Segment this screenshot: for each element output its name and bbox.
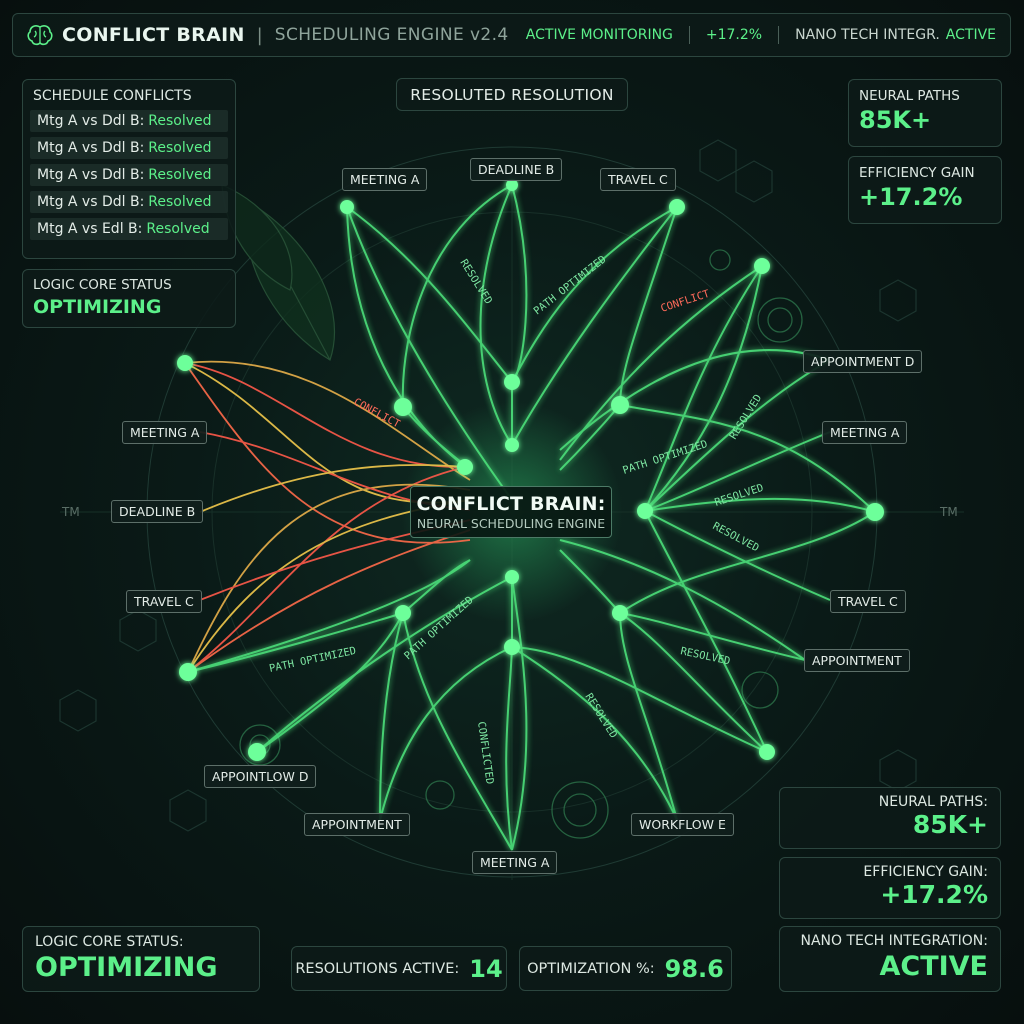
tm-mark-right: TM bbox=[940, 505, 958, 519]
node-label-deadline-b-top[interactable]: DEADLINE B bbox=[470, 158, 563, 181]
integration-value: ACTIVE bbox=[945, 27, 996, 43]
header-delta: +17.2% bbox=[705, 27, 763, 43]
path-label-resolved-5: RESOLVED bbox=[679, 645, 731, 667]
tm-mark-left: TM bbox=[62, 505, 80, 519]
logic-core-status-panel: LOGIC CORE STATUS OPTIMIZING bbox=[22, 269, 236, 328]
path-label-resolved-2: RESOLVED bbox=[727, 392, 764, 441]
network-nodes bbox=[177, 179, 884, 761]
conflict-row-label: Mtg A vs Edl B: bbox=[37, 221, 143, 237]
path-label-path-opt-2: PATH OPTIMIZED bbox=[621, 438, 709, 477]
resolutions-active-value: 14 bbox=[469, 954, 503, 983]
conflict-row-status: Resolved bbox=[148, 140, 212, 156]
efficiency-gain-value: +17.2% bbox=[859, 183, 963, 211]
optimization-label: OPTIMIZATION %: bbox=[527, 960, 655, 977]
optimization-panel: OPTIMIZATION %: 98.6 bbox=[519, 946, 732, 991]
node-label-appointment-d[interactable]: APPOINTMENT D bbox=[803, 350, 923, 373]
logic-core-status-panel-bottom: LOGIC CORE STATUS: OPTIMIZING bbox=[22, 926, 260, 992]
conflict-row-label: Mtg A vs Ddl B: bbox=[37, 194, 145, 210]
path-label-resolved-1: RESOLVED bbox=[457, 257, 494, 306]
node-label-travel-c-right[interactable]: TRAVEL C bbox=[830, 590, 906, 613]
conflict-row[interactable]: Mtg A vs Ddl B:Resolved bbox=[30, 164, 228, 186]
conflict-row-status: Resolved bbox=[148, 167, 212, 183]
conflict-row-label: Mtg A vs Ddl B: bbox=[37, 140, 145, 156]
conflict-row[interactable]: Mtg A vs Ddl B:Resolved bbox=[30, 137, 228, 159]
resolutions-active-panel: RESOLUTIONS ACTIVE: 14 bbox=[291, 946, 507, 991]
app-title: CONFLICT BRAIN bbox=[62, 24, 245, 46]
nano-tech-panel: NANO TECH INTEGRATION: ACTIVE bbox=[779, 926, 1001, 992]
node-label-meeting-a-right[interactable]: MEETING A bbox=[822, 421, 908, 444]
schedule-conflicts-panel: SCHEDULE CONFLICTS Mtg A vs Ddl B:Resolv… bbox=[22, 79, 236, 259]
center-engine-label: CONFLICT BRAIN: NEURAL SCHEDULING ENGINE bbox=[410, 486, 612, 538]
node-label-workflow-e[interactable]: WORKFLOW E bbox=[631, 813, 734, 836]
neural-paths-panel: NEURAL PATHS 85K+ bbox=[848, 79, 1002, 147]
efficiency-gain-label: EFFICIENCY GAIN bbox=[859, 165, 975, 181]
path-label-path-opt-3: PATH OPTIMIZED bbox=[268, 645, 357, 675]
app-subtitle: SCHEDULING ENGINE v2.4 bbox=[274, 25, 509, 45]
logic-core-label-bottom: LOGIC CORE STATUS: bbox=[35, 934, 184, 950]
node-label-travel-c-left[interactable]: TRAVEL C bbox=[126, 590, 202, 613]
path-label-path-opt-1: PATH OPTIMIZED bbox=[531, 253, 608, 317]
neural-paths-panel-bottom: NEURAL PATHS: 85K+ bbox=[779, 787, 1001, 849]
neural-paths-label-bottom: NEURAL PATHS: bbox=[878, 794, 988, 810]
neural-paths-value-bottom: 85K+ bbox=[912, 810, 988, 839]
monitoring-status: ACTIVE MONITORING bbox=[525, 27, 673, 43]
center-title: CONFLICT BRAIN: bbox=[416, 493, 606, 515]
conflict-row-label: Mtg A vs Ddl B: bbox=[37, 113, 145, 129]
resolution-banner-text: RESOLUTED RESOLUTION bbox=[410, 85, 614, 104]
hexagon-decorations bbox=[59, 139, 917, 832]
nano-tech-value: ACTIVE bbox=[879, 951, 988, 982]
top-bar: CONFLICT BRAIN | SCHEDULING ENGINE v2.4 … bbox=[12, 13, 1011, 57]
conflict-row[interactable]: Mtg A vs Ddl B:Resolved bbox=[30, 191, 228, 213]
node-label-appointment-bottom[interactable]: APPOINTMENT bbox=[304, 813, 410, 836]
efficiency-gain-panel-bottom: EFFICIENCY GAIN: +17.2% bbox=[779, 857, 1001, 919]
logic-core-label: LOGIC CORE STATUS bbox=[33, 277, 172, 293]
integration-label: NANO TECH INTEGR. bbox=[795, 27, 940, 43]
logic-core-value-bottom: OPTIMIZING bbox=[35, 952, 218, 983]
efficiency-gain-label-bottom: EFFICIENCY GAIN: bbox=[863, 864, 988, 880]
node-label-meeting-a-bottom[interactable]: MEETING A bbox=[472, 851, 558, 874]
resolved-paths bbox=[187, 184, 876, 851]
nano-tech-label: NANO TECH INTEGRATION: bbox=[800, 933, 988, 949]
efficiency-gain-panel: EFFICIENCY GAIN +17.2% bbox=[848, 156, 1002, 224]
leaf-decoration bbox=[221, 184, 336, 361]
conflict-row-status: Resolved bbox=[148, 194, 212, 210]
brain-icon bbox=[27, 25, 53, 46]
conflict-row[interactable]: Mtg A vs Edl B:Resolved bbox=[30, 218, 228, 240]
conflict-row-status: Resolved bbox=[146, 221, 210, 237]
title-separator: | bbox=[256, 24, 263, 46]
optimization-value: 98.6 bbox=[664, 954, 724, 983]
node-label-appointment-right[interactable]: APPOINTMENT bbox=[804, 649, 910, 672]
conflict-row[interactable]: Mtg A vs Ddl B:Resolved bbox=[30, 110, 228, 132]
node-label-meeting-a-top[interactable]: MEETING A bbox=[342, 168, 428, 191]
conflict-row-status: Resolved bbox=[148, 113, 212, 129]
resolutions-active-label: RESOLUTIONS ACTIVE: bbox=[295, 960, 460, 977]
neural-paths-value: 85K+ bbox=[859, 106, 932, 134]
conflict-row-label: Mtg A vs Ddl B: bbox=[37, 167, 145, 183]
node-label-travel-c-top[interactable]: TRAVEL C bbox=[600, 168, 676, 191]
node-label-deadline-b-left[interactable]: DEADLINE B bbox=[111, 500, 204, 523]
path-label-conflict-1: CONFLICT bbox=[659, 288, 711, 315]
path-label-resolved-3: RESOLVED bbox=[713, 482, 765, 509]
path-label-conflict-2: CONFLICT bbox=[352, 396, 403, 431]
path-label-resolved-6: RESOLVED bbox=[582, 691, 619, 740]
neural-paths-label: NEURAL PATHS bbox=[859, 88, 960, 104]
logic-core-value: OPTIMIZING bbox=[33, 296, 162, 318]
schedule-conflicts-title: SCHEDULE CONFLICTS bbox=[33, 88, 192, 104]
resolution-banner: RESOLUTED RESOLUTION bbox=[396, 78, 628, 111]
path-label-conflicted: CONFLICTED bbox=[475, 721, 496, 785]
efficiency-gain-value-bottom: +17.2% bbox=[880, 880, 988, 909]
node-label-meeting-a-left[interactable]: MEETING A bbox=[122, 421, 208, 444]
node-label-appointlow-d[interactable]: APPOINTLOW D bbox=[204, 765, 317, 788]
header-status-group: ACTIVE MONITORING +17.2% NANO TECH INTEG… bbox=[526, 26, 996, 44]
divider bbox=[688, 26, 690, 44]
center-subtitle: NEURAL SCHEDULING ENGINE bbox=[416, 516, 606, 531]
divider bbox=[778, 26, 780, 44]
